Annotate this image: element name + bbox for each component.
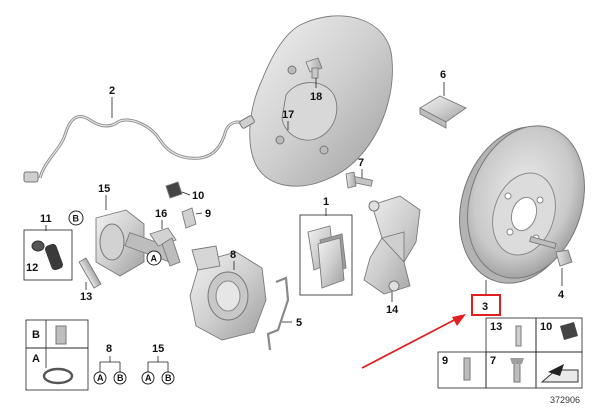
callout-11: 11	[40, 213, 52, 225]
highlight-box	[471, 294, 501, 316]
callout-12: 12	[26, 262, 38, 274]
seal-kit-part	[31, 240, 63, 271]
bracket-part	[149, 227, 181, 267]
callout-2: 2	[109, 85, 115, 97]
caliper-spring-part	[266, 276, 290, 351]
bolt-b-icon	[55, 325, 67, 345]
callout-3: 3	[482, 301, 488, 313]
svg-text:B: B	[117, 373, 124, 383]
callout-16: 16	[155, 208, 167, 220]
seal-kit-box	[23, 229, 73, 281]
legend-7-label: 7	[490, 355, 496, 367]
callout-6: 6	[440, 69, 446, 81]
legend-group15-num: 15	[152, 343, 164, 355]
legend-9-label: 9	[442, 355, 448, 367]
legend-group8-num: 8	[106, 343, 112, 355]
legend-a-label: A	[32, 353, 40, 365]
svg-text:B: B	[73, 214, 80, 224]
callout-8: 8	[230, 249, 236, 261]
legend-left: B A 8 A B 15 A B	[25, 319, 175, 391]
callout-17: 17	[282, 109, 294, 121]
callout-13: 13	[80, 291, 92, 303]
svg-text:A: A	[97, 373, 104, 383]
legend-b-label: B	[32, 329, 40, 341]
grease-packet-part	[419, 95, 467, 129]
dust-shield-part	[249, 15, 393, 187]
legend-right: 13 10 9 7	[437, 317, 583, 389]
pin-13-icon	[515, 325, 522, 347]
brake-caliper-part	[189, 245, 267, 341]
diagram-code: 372906	[550, 395, 580, 405]
brake-pads-part	[307, 225, 347, 289]
caliper-carrier-part	[363, 195, 421, 295]
ref-circle-b: B	[68, 210, 84, 226]
callout-9: 9	[205, 208, 211, 220]
brake-disc-part	[459, 125, 585, 284]
ref-circle-a: A	[146, 250, 162, 266]
wear-sensor-part	[23, 115, 255, 183]
guide-pin-part	[78, 257, 102, 289]
seal-ring-a-icon	[42, 367, 74, 385]
disc-screw-part	[529, 236, 573, 267]
cap-10-icon	[560, 322, 578, 340]
callout-14: 14	[386, 304, 399, 316]
callout-15: 15	[98, 183, 110, 195]
bleed-valve-part	[165, 181, 197, 229]
bolt-7-head-icon	[510, 358, 524, 364]
callout-18: 18	[310, 91, 322, 103]
carrier-bolt-part	[345, 171, 373, 189]
legend-13-label: 13	[490, 321, 502, 333]
highlight-arrow	[361, 314, 466, 369]
callout-7: 7	[358, 157, 364, 169]
svg-text:A: A	[145, 373, 152, 383]
bleed-9-icon	[463, 357, 471, 381]
parking-brake-motor-part	[95, 209, 174, 277]
callout-1: 1	[323, 196, 329, 208]
shield-screw-part	[305, 57, 323, 79]
callout-5: 5	[296, 317, 302, 329]
arrow-icon	[548, 364, 564, 376]
svg-text:B: B	[165, 373, 172, 383]
callout-4: 4	[558, 289, 565, 301]
svg-text:A: A	[151, 254, 158, 264]
legend-10-label: 10	[540, 321, 552, 333]
callout-10: 10	[192, 190, 204, 202]
